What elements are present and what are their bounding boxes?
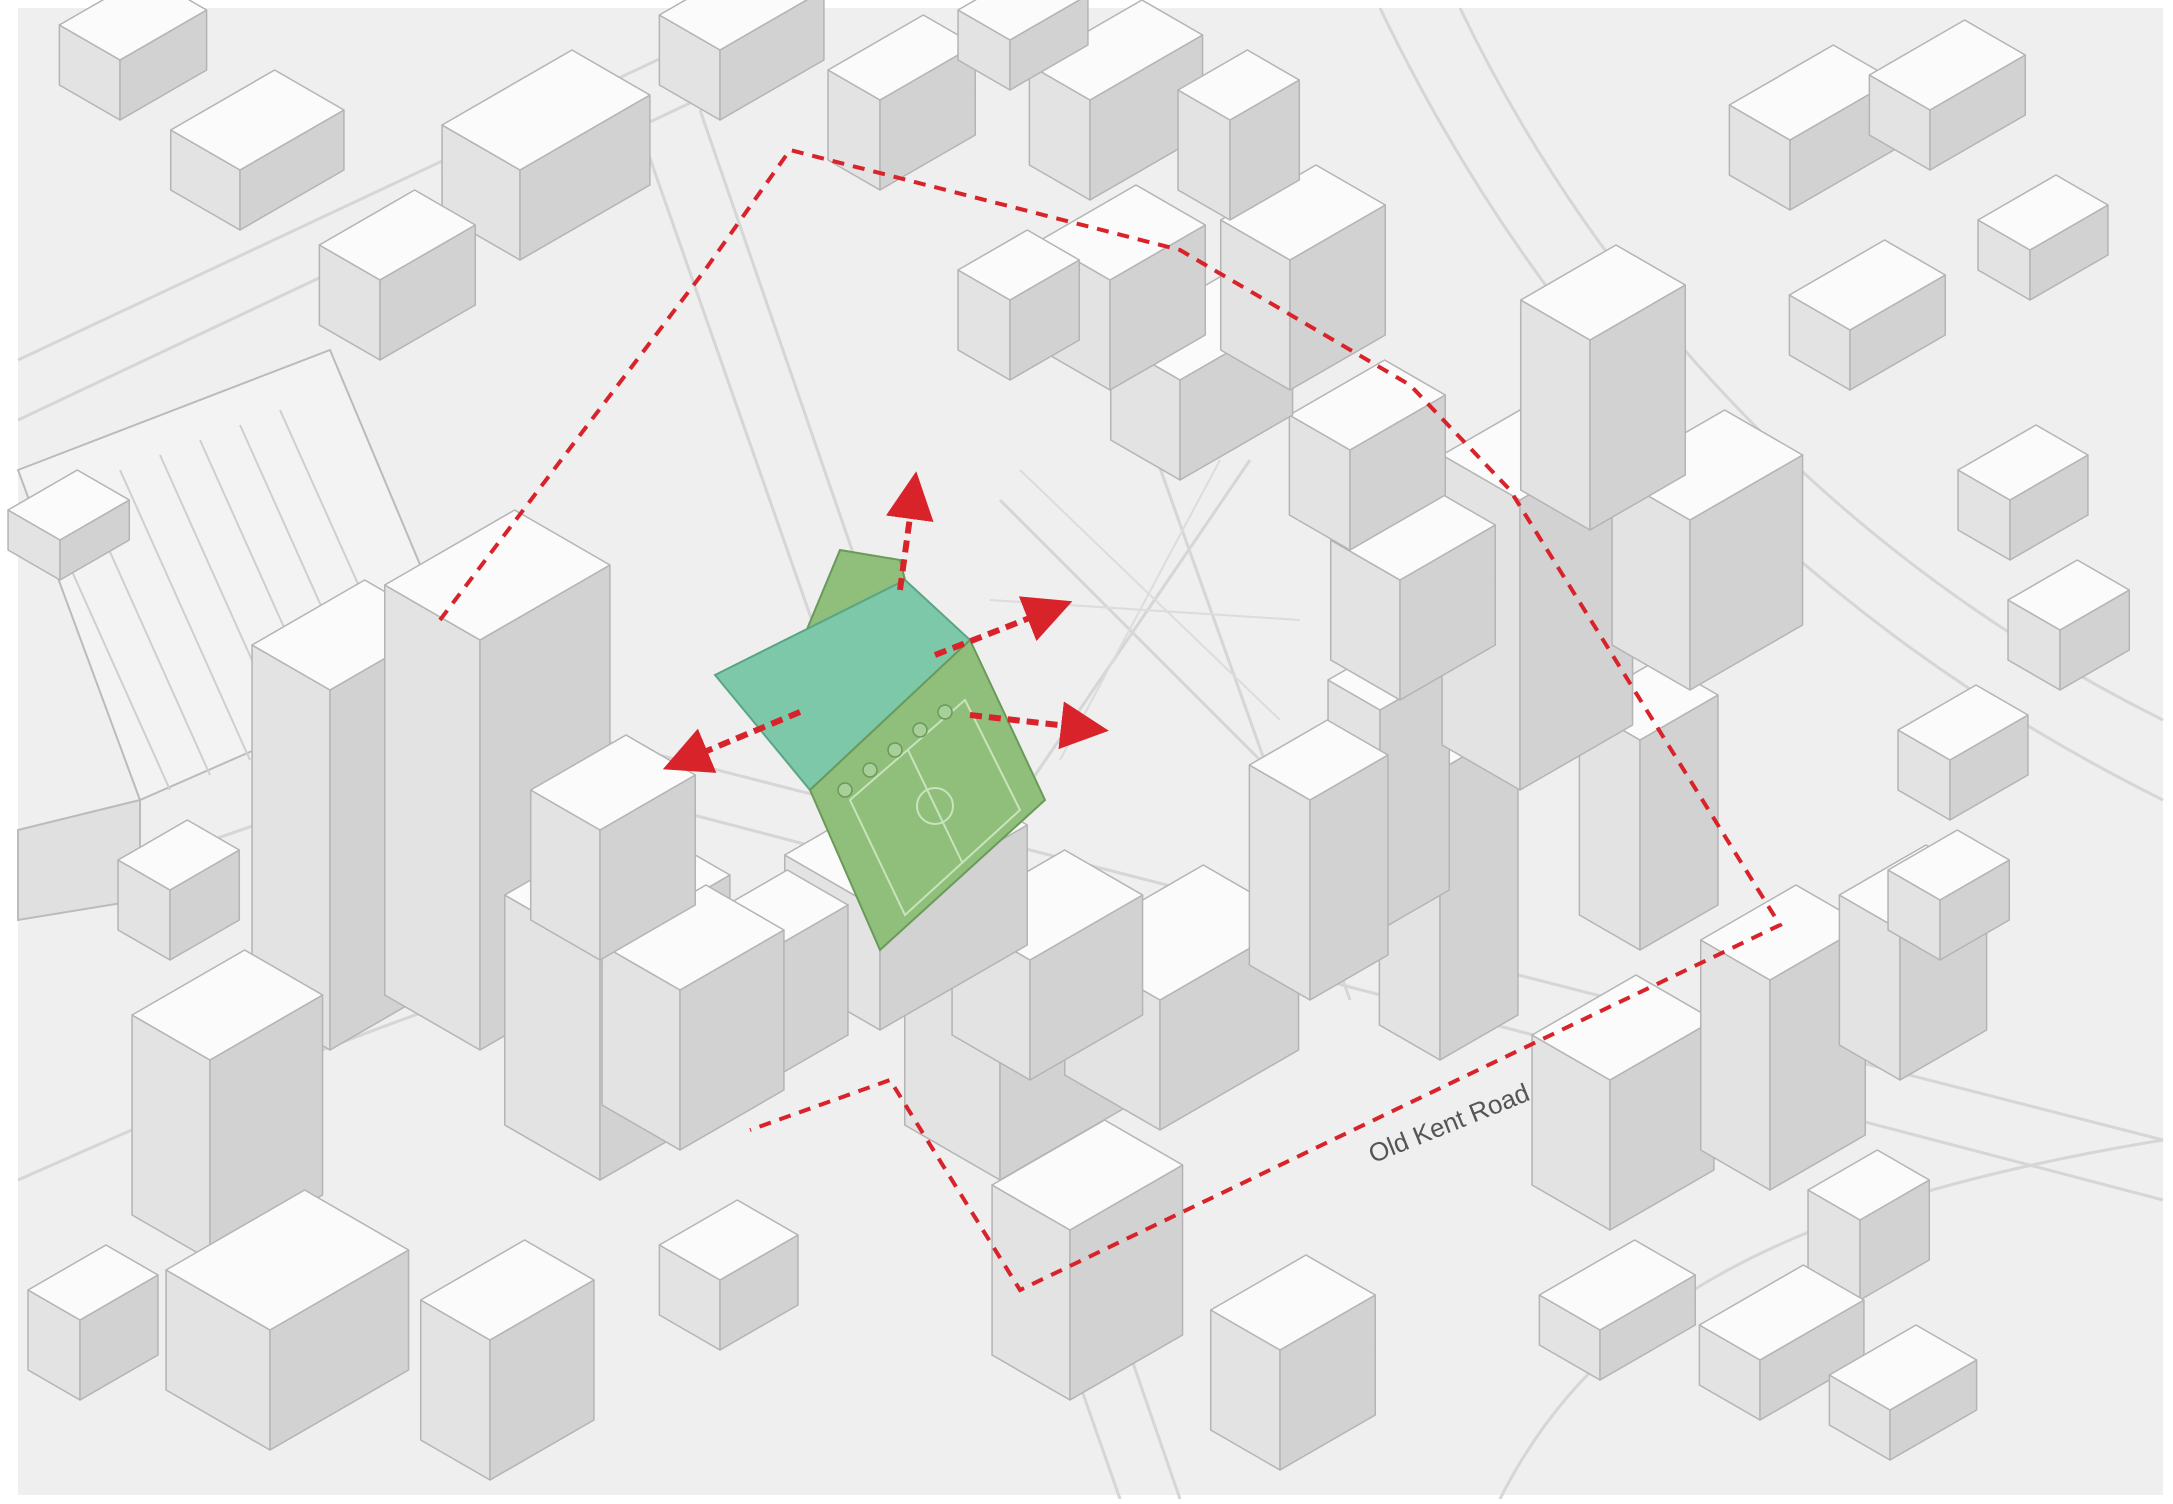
building-block [1977,174,2109,301]
building-block [1039,184,1207,391]
building-block [957,0,1089,91]
building-block [27,1244,159,1401]
building-block [1248,719,1389,1001]
building-block [529,734,697,961]
building-block [1698,1264,1865,1421]
building-block [1219,164,1387,391]
building-block [1897,684,2029,821]
building-block [318,189,477,361]
building-block [7,469,131,581]
building-block [165,1189,410,1451]
access-arrow-east [933,596,1073,658]
building-block [2007,559,2131,691]
building-block [1209,1254,1377,1471]
building-block [441,49,651,261]
building-block [1028,0,1204,201]
access-arrow-west [662,709,802,773]
building-block [1531,974,1715,1231]
building-block [957,229,1081,381]
building-block [169,69,345,231]
access-arrow-north [885,471,934,591]
building-block [1519,244,1687,531]
building-block [658,1199,799,1351]
building-block [1957,424,2089,561]
building-block [1887,829,2011,961]
building-block [419,1239,595,1481]
building-block [1868,19,2027,171]
building-block [1788,239,1947,391]
building-block [1177,49,1301,221]
site-boundary-dashed-line [438,147,1783,1293]
building-block [58,0,208,121]
building-block [131,949,324,1261]
building-block [827,14,977,191]
building-block [1828,1324,1978,1461]
building-block [1329,484,1497,701]
building-block [1611,409,1804,691]
building-block [991,1119,1184,1401]
buildings [7,0,2131,1481]
building-block [1728,44,1895,211]
trees [837,704,953,798]
building-block [117,819,241,961]
access-arrows [662,471,1109,773]
building-block [1807,1149,1931,1301]
access-arrow-southeast [969,701,1109,750]
building-block [658,0,825,121]
sports-pitch [808,638,1047,952]
building-block [601,884,785,1151]
building-block [1538,1239,1697,1381]
